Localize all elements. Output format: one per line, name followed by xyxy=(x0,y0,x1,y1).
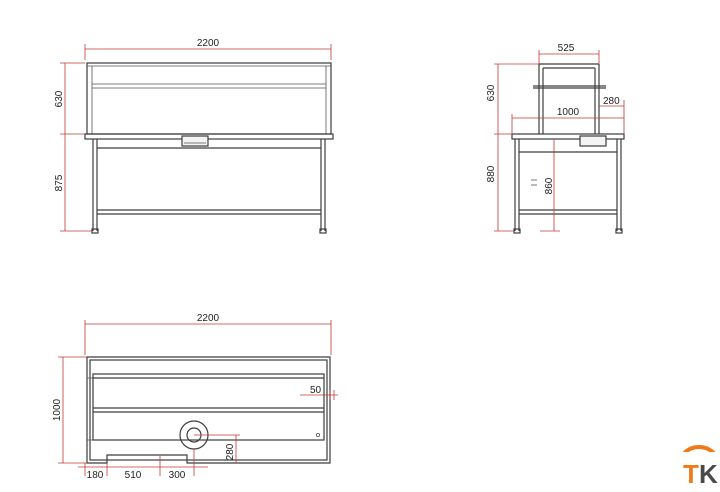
plan-hole-offset-label: 280 xyxy=(225,443,236,460)
front-upper-height-label: 630 xyxy=(54,90,65,107)
side-top-width-dimension: 525 xyxy=(538,43,600,64)
plan-inner-panel xyxy=(92,373,325,441)
front-worktop xyxy=(84,133,334,140)
plan-edge-label: 50 xyxy=(310,385,322,396)
plan-depth-dimension: 1000 xyxy=(52,356,87,464)
svg-text:T: T xyxy=(683,459,699,489)
front-sink-bowl xyxy=(181,135,209,147)
front-lower-height-label: 875 xyxy=(54,174,65,191)
side-depth-dimension: 1000 xyxy=(511,107,624,134)
plan-segment-label-1: 180 xyxy=(87,470,104,481)
side-offset-dimension: 280 xyxy=(599,96,625,134)
plan-outline xyxy=(86,356,331,464)
side-height-dimension: 880 xyxy=(486,134,514,232)
plan-segment-label-3: 300 xyxy=(169,470,186,481)
front-sneeze-guard xyxy=(86,62,332,135)
plan-view: 2200 1000 50 280 180 xyxy=(52,313,338,481)
front-width-dimension: 2200 xyxy=(84,38,332,60)
side-upper-height-dimension: 630 xyxy=(486,63,539,135)
side-offset-label: 280 xyxy=(603,96,620,107)
plan-segment-label-2: 510 xyxy=(125,470,142,481)
side-inner-height-label: 860 xyxy=(544,177,555,194)
tk-logo: T K xyxy=(676,445,720,492)
svg-text:K: K xyxy=(699,459,718,489)
side-view: 525 630 280 1000 880 xyxy=(486,43,625,234)
plan-width-label: 2200 xyxy=(197,313,220,324)
side-top-width-label: 525 xyxy=(558,43,575,54)
plan-edge-dimension: 50 xyxy=(300,385,338,400)
side-sink-bowl xyxy=(579,135,607,147)
front-width-label: 2200 xyxy=(197,38,220,49)
plan-segment-dimensions: 180 510 300 xyxy=(78,449,208,481)
side-height-label: 880 xyxy=(486,165,497,182)
side-upper-height-label: 630 xyxy=(486,84,497,101)
plan-width-dimension: 2200 xyxy=(84,313,332,355)
plan-depth-label: 1000 xyxy=(52,398,63,421)
side-worktop xyxy=(511,133,625,140)
side-depth-label: 1000 xyxy=(557,107,580,118)
plan-hole-offset-dimension: 280 xyxy=(194,434,240,463)
front-upper-height-dimension: 630 xyxy=(54,62,85,135)
front-lower-height-dimension: 875 xyxy=(54,134,92,232)
side-inner-height-dimension: 860 xyxy=(540,139,560,232)
front-view: 2200 630 875 xyxy=(54,38,334,234)
